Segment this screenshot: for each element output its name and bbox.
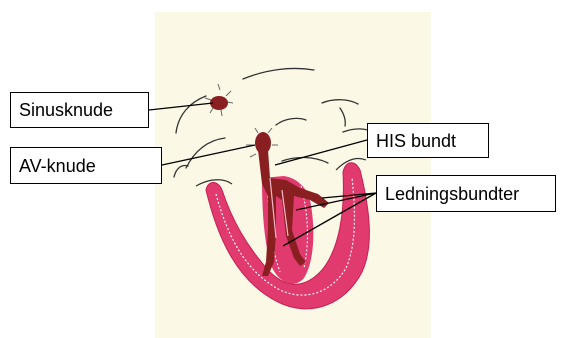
label-av-knude: AV-knude (10, 147, 162, 184)
label-ledningsbundter: Ledningsbundter (376, 175, 556, 212)
label-his-bundt: HIS bundt (367, 123, 489, 158)
label-sinusknude: Sinusknude (10, 92, 149, 128)
